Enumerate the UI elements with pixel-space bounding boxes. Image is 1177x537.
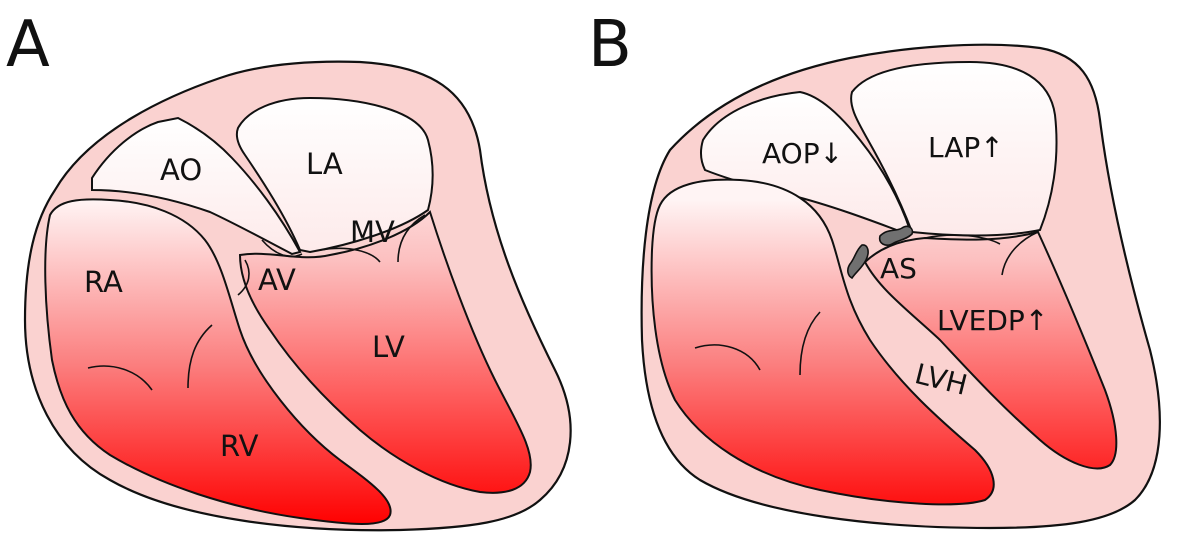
panel-a-letter: A: [6, 8, 50, 82]
panel-b: B AOP↓ LAP↑ AS LVEDP↑ LVH: [588, 8, 1160, 528]
label-lv: LV: [372, 330, 405, 364]
label-aop: AOP↓: [762, 137, 843, 170]
label-mv: MV: [350, 215, 395, 249]
label-as: AS: [880, 252, 917, 285]
panel-b-letter: B: [588, 8, 632, 82]
label-av: AV: [258, 263, 296, 297]
label-lap: LAP↑: [928, 131, 1004, 164]
label-rv: RV: [220, 429, 259, 463]
label-ao: AO: [160, 153, 202, 187]
label-lvedp: LVEDP↑: [937, 304, 1048, 337]
panel-a: A AO LA MV AV RA LV RV: [6, 8, 571, 530]
label-la: LA: [306, 147, 343, 181]
label-ra: RA: [84, 265, 123, 299]
